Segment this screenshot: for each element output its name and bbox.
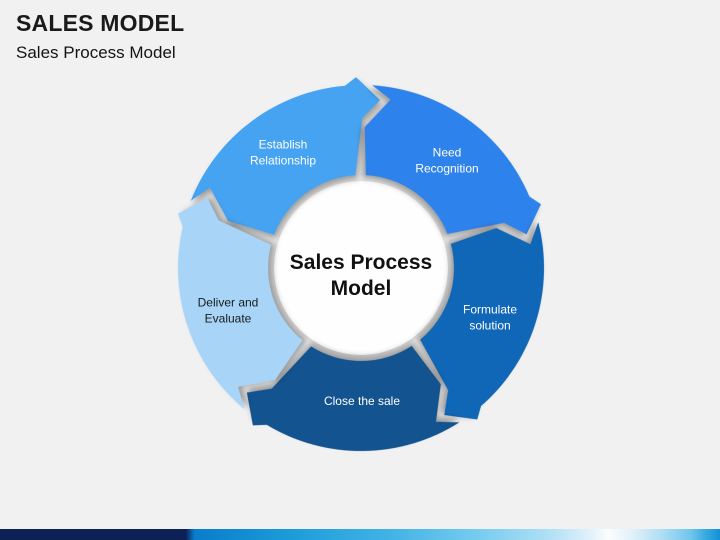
- page-subtitle: Sales Process Model: [16, 43, 176, 62]
- segment-arrow-close-the-sale: [246, 345, 460, 452]
- segment-arrow-establish-relationship: [190, 77, 381, 235]
- segment-arrow-formulate-solution: [420, 222, 545, 420]
- diagram-center-circle: [274, 181, 448, 355]
- footer-accent-bar: [0, 529, 720, 540]
- slide-header: SALES MODEL Sales Process Model: [16, 10, 184, 63]
- page-title: SALES MODEL: [16, 10, 185, 36]
- segment-arrow-need-recognition: [364, 85, 542, 235]
- segment-arrow-deliver-and-evaluate: [177, 197, 303, 410]
- cycle-segments: [177, 77, 545, 452]
